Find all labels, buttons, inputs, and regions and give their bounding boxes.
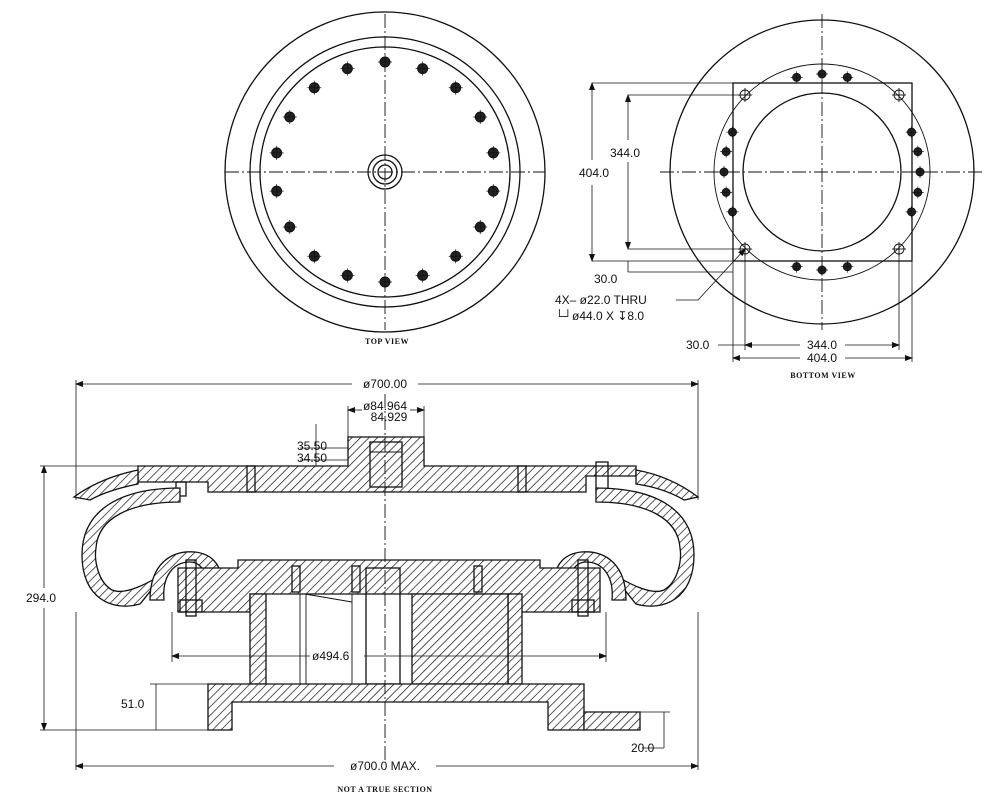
bolt-icon — [269, 184, 284, 199]
bolt-icon — [790, 71, 803, 84]
bolt-icon — [726, 126, 739, 139]
base-plate — [207, 683, 585, 731]
bolt-icon — [282, 220, 297, 234]
bolt-icon — [269, 145, 284, 160]
bolt-icon — [307, 249, 322, 264]
bottom-view-caption: BOTTOM VIEW — [790, 371, 855, 380]
dim-shaft-diameter-lower: 84.929 — [371, 410, 408, 424]
bottom-view — [589, 14, 984, 362]
top-view-caption: TOP VIEW — [365, 337, 409, 346]
bottom-view-horizontal-dimensions — [718, 249, 913, 362]
section-shaft-dimensions — [300, 406, 425, 470]
bolt-icon — [378, 55, 392, 69]
base-bracket — [583, 711, 641, 731]
top-view — [224, 11, 546, 333]
bolt-icon — [415, 61, 430, 76]
upper-plate-lip-right — [635, 469, 700, 501]
hole-callout-leader — [676, 248, 746, 301]
dim-shaft-diameter-upper: ø84.964 — [363, 399, 407, 413]
dim-piston-diameter: ø494.6 — [312, 649, 350, 663]
top-view-bolt-circle — [269, 55, 501, 289]
dim-bottom-30-bottom: 30.0 — [686, 338, 710, 352]
dim-overall-diameter-bottom: ø700.0 MAX. — [350, 759, 420, 773]
bolt-icon — [340, 61, 355, 76]
dim-base-height: 51.0 — [121, 697, 145, 711]
bolt-icon — [816, 68, 828, 80]
piston-diameter-dimension — [171, 612, 607, 662]
hole-callout-line1: 4X– ø22.0 THRU — [555, 293, 647, 307]
bolt-icon — [905, 126, 918, 139]
dim-base-offset: 20.0 — [631, 741, 655, 755]
bolt-icon — [911, 186, 924, 199]
overall-height-dimension — [40, 465, 208, 731]
bolt-icon — [914, 166, 926, 178]
section-top-diameter-dimension — [75, 380, 699, 500]
bolt-icon — [448, 80, 463, 95]
dim-bottom-404-vertical: 404.0 — [579, 166, 609, 180]
bolt-icon — [841, 71, 854, 84]
dim-bottom-344-vertical: 344.0 — [610, 146, 640, 160]
bolt-icon — [282, 110, 297, 124]
bottom-view-bolt-pattern — [718, 68, 926, 276]
section-view — [40, 380, 700, 770]
dim-bottom-30-left: 30.0 — [594, 272, 618, 286]
dim-bottom-404-horizontal: 404.0 — [807, 351, 837, 365]
bolt-icon — [307, 80, 322, 95]
bolt-icon — [473, 110, 488, 124]
upper-plate-lip-left — [72, 469, 139, 501]
bolt-icon — [790, 260, 803, 273]
bottom-view-vertical-dimensions — [589, 82, 745, 273]
bolt-icon — [340, 268, 355, 283]
hole-callout-line2: └┘ø44.0 X ↧8.0 — [555, 309, 644, 323]
dim-boss-height-lower: 34.50 — [297, 451, 327, 465]
upper-bead-plate — [137, 436, 637, 493]
bottom-view-mount-plate — [732, 82, 913, 262]
bolt-icon — [448, 249, 463, 264]
bolt-icon — [486, 184, 501, 199]
base-height-dimension — [150, 683, 208, 730]
dim-bottom-344-horizontal: 344.0 — [807, 338, 837, 352]
bolt-icon — [816, 264, 828, 276]
rubber-bellow-right — [595, 487, 695, 607]
dim-overall-height: 294.0 — [26, 591, 56, 605]
piston-wall-left — [249, 593, 267, 685]
bolt-icon — [486, 145, 501, 160]
bolt-icon — [415, 268, 430, 283]
piston-wall-right — [507, 593, 523, 685]
section-caption: NOT A TRUE SECTION — [337, 785, 432, 794]
dim-boss-height-upper: 35.50 — [297, 439, 327, 453]
section-bottom-diameter-dimension — [75, 612, 699, 770]
bolt-icon — [905, 205, 918, 218]
bolt-icon — [726, 205, 739, 218]
bolt-icon — [473, 220, 488, 234]
base-offset-dimension — [640, 711, 670, 749]
piston-bolts — [179, 559, 595, 617]
top-view-center-fitting — [367, 154, 403, 190]
bolt-icon — [911, 145, 924, 158]
dim-overall-diameter-top: ø700.00 — [363, 377, 407, 391]
bolt-icon — [841, 260, 854, 273]
bolt-icon — [718, 166, 730, 178]
bottom-view-centerlines — [660, 14, 984, 330]
bolt-icon — [720, 186, 733, 199]
bolt-icon — [378, 275, 392, 289]
piston-core — [411, 593, 509, 685]
rubber-bellow-left — [81, 487, 181, 607]
bolt-icon — [720, 145, 733, 158]
